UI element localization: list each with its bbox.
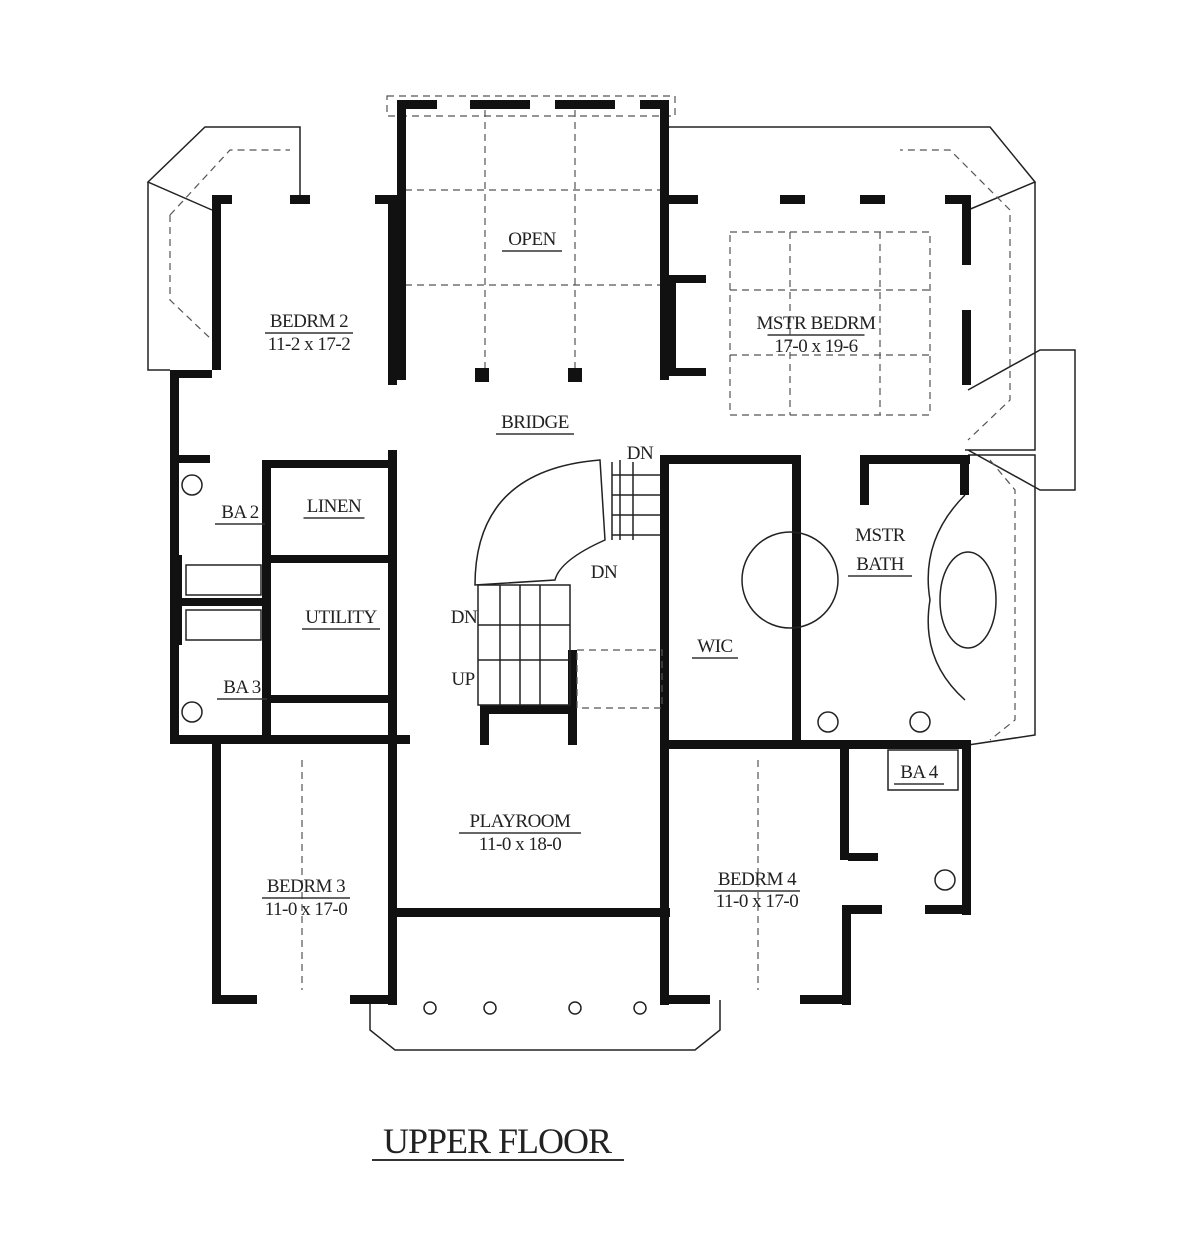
wall-segment <box>640 100 669 109</box>
wall-segment <box>390 908 670 917</box>
wall-segment <box>848 853 878 861</box>
wall-segment <box>660 740 669 1005</box>
wall-segment <box>212 195 221 370</box>
porch-column <box>633 1001 647 1015</box>
wall-segment <box>660 455 669 745</box>
wall-segment <box>270 555 392 563</box>
walls <box>170 100 971 1005</box>
wall-segment <box>170 555 182 645</box>
wall-segment <box>860 455 869 505</box>
wall-segment <box>840 740 849 860</box>
sink <box>934 869 956 891</box>
stair-label-dn: DN <box>591 562 618 583</box>
room-label-mstr-bedrm: MSTR BEDRM <box>756 313 876 334</box>
wall-segment <box>568 368 582 382</box>
wall-segment <box>962 310 971 385</box>
bathtub <box>939 551 997 649</box>
wall-segment <box>480 705 489 745</box>
wall-segment <box>270 695 392 703</box>
stair-label-up: UP <box>451 669 474 690</box>
wall-segment <box>388 740 397 1005</box>
room-size-bedrm2: 11-2 x 17-2 <box>268 334 350 355</box>
wall-segment <box>290 195 310 204</box>
wall-segment <box>388 450 397 750</box>
wall-segment <box>470 100 530 109</box>
wall-segment <box>860 195 885 204</box>
stair-label-dn: DN <box>627 443 654 464</box>
wall-segment <box>212 995 257 1004</box>
room-label-utility: UTILITY <box>305 607 377 628</box>
wall-segment <box>262 460 392 468</box>
room-label-bedrm2: BEDRM 2 <box>270 311 348 332</box>
wall-segment <box>660 455 800 464</box>
porch-column <box>568 1001 582 1015</box>
room-label-playroom: PLAYROOM <box>470 811 571 832</box>
wall-segment <box>960 455 969 495</box>
room-label-bedrm4: BEDRM 4 <box>718 869 797 890</box>
room-size-bedrm4: 11-0 x 17-0 <box>716 891 798 912</box>
wall-segment <box>262 460 271 740</box>
room-label-bedrm3: BEDRM 3 <box>267 876 345 897</box>
wall-segment <box>668 275 706 283</box>
wall-segment <box>962 195 971 265</box>
room-label-open: OPEN <box>508 229 556 250</box>
wall-segment <box>668 195 698 204</box>
wall-segment <box>170 735 410 744</box>
wall-segment <box>945 195 970 204</box>
room-size-playroom: 11-0 x 18-0 <box>479 834 561 855</box>
room-label-ba4: BA 4 <box>900 762 939 783</box>
wall-segment <box>170 370 212 378</box>
wall-segment <box>842 905 882 914</box>
closet-rotunda <box>741 531 839 629</box>
wall-segment <box>212 740 221 1000</box>
wall-segment <box>800 995 850 1004</box>
room-label-ba3: BA 3 <box>223 677 261 698</box>
wall-segment <box>962 740 971 915</box>
wall-segment <box>350 995 395 1004</box>
wall-segment <box>668 368 706 376</box>
ceiling-grid <box>301 110 931 990</box>
room-label-bridge: BRIDGE <box>501 412 569 433</box>
stair-label-dn: DN <box>451 607 478 628</box>
wall-segment <box>792 455 801 745</box>
room-size-mstr-bedrm: 17-0 x 19-6 <box>774 336 857 357</box>
room-label-linen: LINEN <box>307 496 362 517</box>
wall-segment <box>375 195 400 204</box>
wall-segment <box>780 195 805 204</box>
stairs <box>474 459 663 709</box>
wall-segment <box>925 905 970 914</box>
wall-segment <box>475 368 489 382</box>
room-label-ba2: BA 2 <box>221 502 259 523</box>
wall-segment <box>860 455 970 464</box>
wall-segment <box>480 705 575 714</box>
wall-segment <box>212 195 232 204</box>
porch-column <box>423 1001 437 1015</box>
sink <box>181 474 203 496</box>
sink <box>817 711 839 733</box>
room-size-bedrm3: 11-0 x 17-0 <box>265 899 347 920</box>
fixtures <box>181 474 997 1015</box>
wall-segment <box>660 995 710 1004</box>
sinks <box>181 474 956 1015</box>
wall-segment <box>388 195 397 385</box>
wall-segment <box>842 905 851 1005</box>
porch-column <box>483 1001 497 1015</box>
sink <box>181 701 203 723</box>
room-label-mstr-bath-1: MSTR <box>855 525 906 546</box>
wall-segment <box>668 275 676 375</box>
wall-segment <box>568 650 577 745</box>
wall-segment <box>660 100 669 380</box>
wall-segment <box>178 598 263 606</box>
wall-segment <box>660 740 970 749</box>
wall-segment <box>555 100 615 109</box>
wall-segment <box>397 100 437 109</box>
floor-title: UPPER FLOOR <box>383 1121 612 1161</box>
room-label-wic: WIC <box>697 636 732 657</box>
wall-segment <box>170 455 210 463</box>
roof-outline <box>146 95 1076 1051</box>
sink <box>909 711 931 733</box>
wall-segment <box>397 100 406 380</box>
room-label-mstr-bath-2: BATH <box>856 554 904 575</box>
